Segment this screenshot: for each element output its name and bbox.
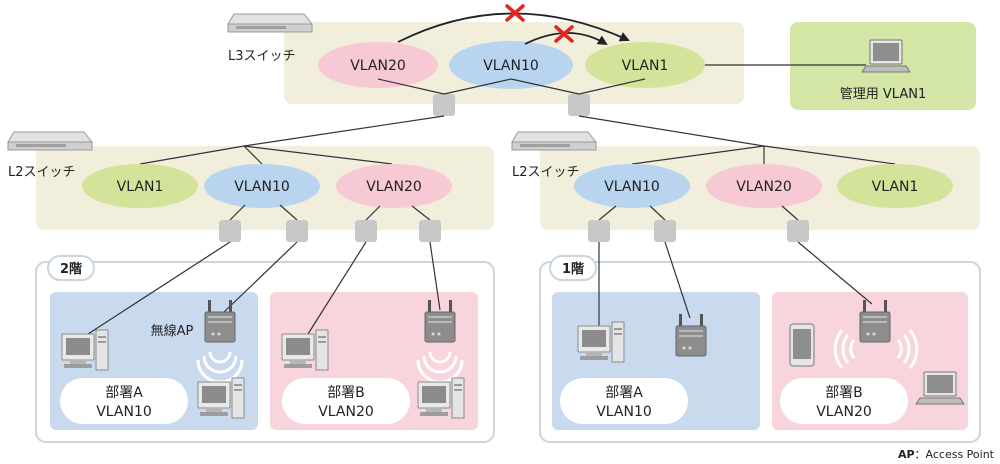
l3-vlan10-ellipse [449, 41, 573, 89]
l2-left-vlan10-ellipse [204, 164, 320, 208]
blocked-arrow-vlan20-to-vlan1 [397, 12, 630, 43]
link-line [279, 204, 298, 221]
link-line [377, 78, 445, 95]
footnote-text: Access Point [926, 448, 995, 461]
smartphone-icon [789, 323, 815, 367]
link-line [781, 205, 799, 221]
l3-switch-label: L3スイッチ [228, 49, 296, 64]
uplink-right-line [578, 115, 765, 147]
l2-right-port [588, 220, 610, 242]
l2-right-vlan10-label: VLAN10 [604, 179, 660, 195]
link-line [139, 145, 245, 165]
footnote: AP：Access Point [898, 448, 995, 461]
l2-left-vlan1-ellipse [82, 164, 198, 208]
floor2-dept-a-name: 部署A [105, 385, 143, 401]
link-line [763, 145, 896, 165]
desktop-pc-icon [61, 329, 109, 371]
floor2-dept-b-badge [282, 378, 410, 424]
link-line [411, 205, 431, 221]
l2-right-switch-label: L2スイッチ [512, 165, 580, 180]
floor1-dept-a-vlan: VLAN10 [596, 404, 652, 420]
wireless-ap-label: 無線AP [151, 323, 194, 339]
floor2-label: 2階 [60, 261, 82, 277]
l3-vlan20-ellipse [318, 42, 438, 88]
l3-port-left [433, 94, 455, 116]
cross-mark-icon [505, 4, 525, 22]
l3-vlan1-ellipse [585, 42, 705, 88]
l2-left-vlan20-label: VLAN20 [366, 179, 422, 195]
l2-left-port [219, 220, 241, 242]
floor2-dept-a-badge [60, 378, 188, 424]
l3-vlan10-label: VLAN10 [483, 58, 539, 74]
desktop-pc-icon [197, 377, 245, 419]
l2-right-switch-icon [511, 131, 597, 151]
l2-right-vlan20-ellipse [706, 164, 822, 208]
floor1-dept-a-badge [560, 378, 688, 424]
cross-mark-icon [554, 25, 574, 43]
l3-port-right [568, 94, 590, 116]
link-line [443, 78, 512, 95]
l3-vlan20-label: VLAN20 [350, 58, 406, 74]
management-label: 管理用 VLAN1 [840, 87, 926, 102]
desktop-pc-icon [577, 321, 625, 363]
link-line [223, 241, 298, 313]
uplink-left-line [243, 115, 445, 147]
link-line [307, 241, 367, 335]
l2-left-switch-label: L2スイッチ [8, 165, 76, 180]
link-line [429, 241, 441, 311]
link-line [510, 78, 580, 95]
floor1-dept-a-name: 部署A [605, 385, 643, 401]
l3-vlan1-label: VLAN1 [622, 58, 669, 74]
l2-left-port [286, 220, 308, 242]
floor1-dept-b-name: 部署B [825, 385, 863, 401]
l2-right-vlan20-label: VLAN20 [736, 179, 792, 195]
l2-left-vlan10-label: VLAN10 [234, 179, 290, 195]
floor1-badge [549, 255, 597, 281]
l2-right-port [787, 220, 809, 242]
l2-left-port [419, 220, 441, 242]
l2-right-vlan1-ellipse [837, 164, 953, 208]
link-line [87, 241, 231, 335]
footnote-sep: ： [915, 448, 926, 461]
l2-left-vlan1-label: VLAN1 [117, 179, 164, 195]
floor1-dept-b-vlan: VLAN20 [816, 404, 872, 420]
link-line [365, 205, 381, 221]
link-line [243, 145, 393, 165]
footnote-key: AP [898, 448, 915, 461]
link-line [598, 205, 617, 221]
floor2-dept-b-name: 部署B [327, 385, 365, 401]
floor2-dept-a-vlan: VLAN10 [96, 404, 152, 420]
link-line [664, 241, 691, 319]
l2-right-port [654, 220, 676, 242]
l2-left-vlan20-ellipse [336, 164, 452, 208]
link-line [243, 145, 263, 165]
wifi-icon [833, 329, 919, 369]
l2-left-port [355, 220, 377, 242]
link-line [229, 204, 246, 221]
link-line [797, 241, 873, 305]
l3-switch-icon [227, 13, 313, 33]
l2-right-vlan1-label: VLAN1 [872, 179, 919, 195]
floor2-badge [47, 255, 95, 281]
l2-left-switch-icon [7, 131, 93, 151]
l2-right-vlan10-ellipse [574, 164, 690, 208]
link-line [578, 78, 646, 95]
floor2-dept-b-vlan: VLAN20 [318, 404, 374, 420]
floor1-dept-b-badge [780, 378, 908, 424]
link-line [649, 205, 666, 221]
desktop-pc-icon [417, 377, 465, 419]
link-line [631, 145, 765, 165]
floor1-label: 1階 [562, 261, 584, 277]
desktop-pc-icon [281, 329, 329, 371]
